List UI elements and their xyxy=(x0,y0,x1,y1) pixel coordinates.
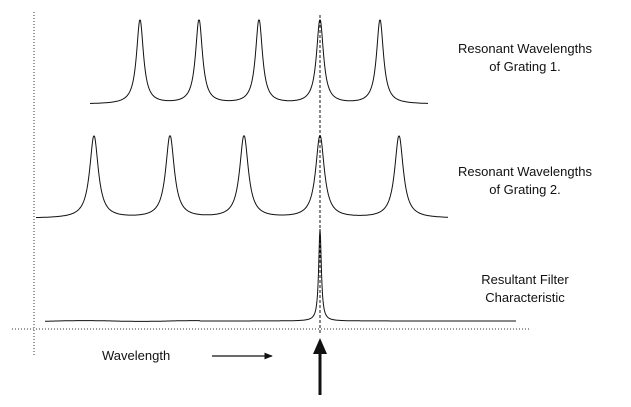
resultant-label-line2: Characteristic xyxy=(485,290,565,305)
grating1-label-line1: Resonant Wavelengths xyxy=(458,41,592,56)
resultant-filter-curve xyxy=(45,228,516,322)
resultant-label: Resultant Filter Characteristic xyxy=(440,271,610,307)
grating1-response-curve xyxy=(90,19,428,104)
grating2-label: Resonant Wavelengths of Grating 2. xyxy=(430,163,620,199)
wavelength-axis-label: Wavelength xyxy=(102,348,171,363)
grating2-label-line1: Resonant Wavelengths xyxy=(458,164,592,179)
grating2-response-curve xyxy=(36,135,448,219)
selected-wavelength-pointer xyxy=(313,338,327,395)
grating1-label-line2: of Grating 1. xyxy=(489,59,561,74)
grating1-label: Resonant Wavelengths of Grating 1. xyxy=(430,40,620,76)
resultant-label-line1: Resultant Filter xyxy=(481,272,569,287)
grating2-label-line2: of Grating 2. xyxy=(489,182,561,197)
